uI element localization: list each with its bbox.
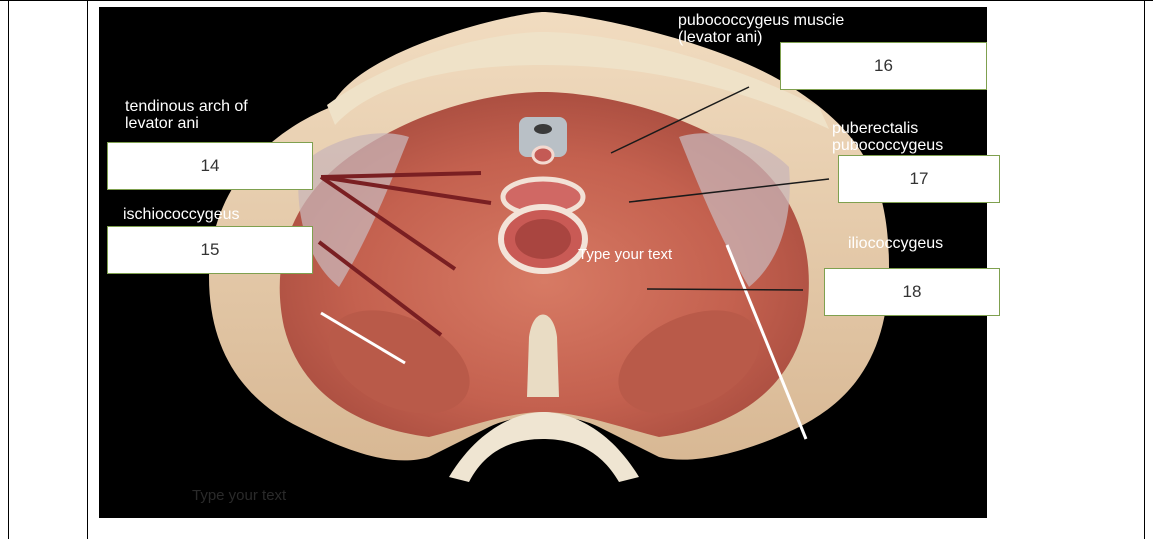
label-puberectalis: puberectalis pubococcygeus (832, 120, 943, 154)
coccyx (527, 315, 559, 398)
urethra-opening (534, 124, 552, 134)
label-tendinous-arch: tendinous arch of levator ani (125, 98, 248, 132)
table-outer-border (8, 0, 9, 539)
answer-box-14[interactable]: 14 (107, 142, 313, 190)
leader-line-18 (647, 289, 803, 290)
text-placeholder-center[interactable]: Type your text (578, 246, 672, 263)
label-ischiococcygeus: ischiococcygeus (123, 206, 240, 223)
answer-box-18[interactable]: 18 (824, 268, 1000, 316)
table-top-border (0, 0, 1153, 1)
vaginal-opening (533, 147, 553, 163)
table-right-border (1144, 0, 1145, 539)
text-placeholder-bottom[interactable]: Type your text (192, 487, 286, 504)
answer-box-15[interactable]: 15 (107, 226, 313, 274)
table-column-divider (87, 0, 88, 539)
rectum-lumen (515, 219, 571, 259)
label-iliococcygeus: iliococcygeus (848, 235, 943, 252)
label-pubococcygeus: pubococcygeus muscie (levator ani) (678, 12, 844, 46)
answer-box-16[interactable]: 16 (780, 42, 987, 90)
answer-box-17[interactable]: 17 (838, 155, 1000, 203)
